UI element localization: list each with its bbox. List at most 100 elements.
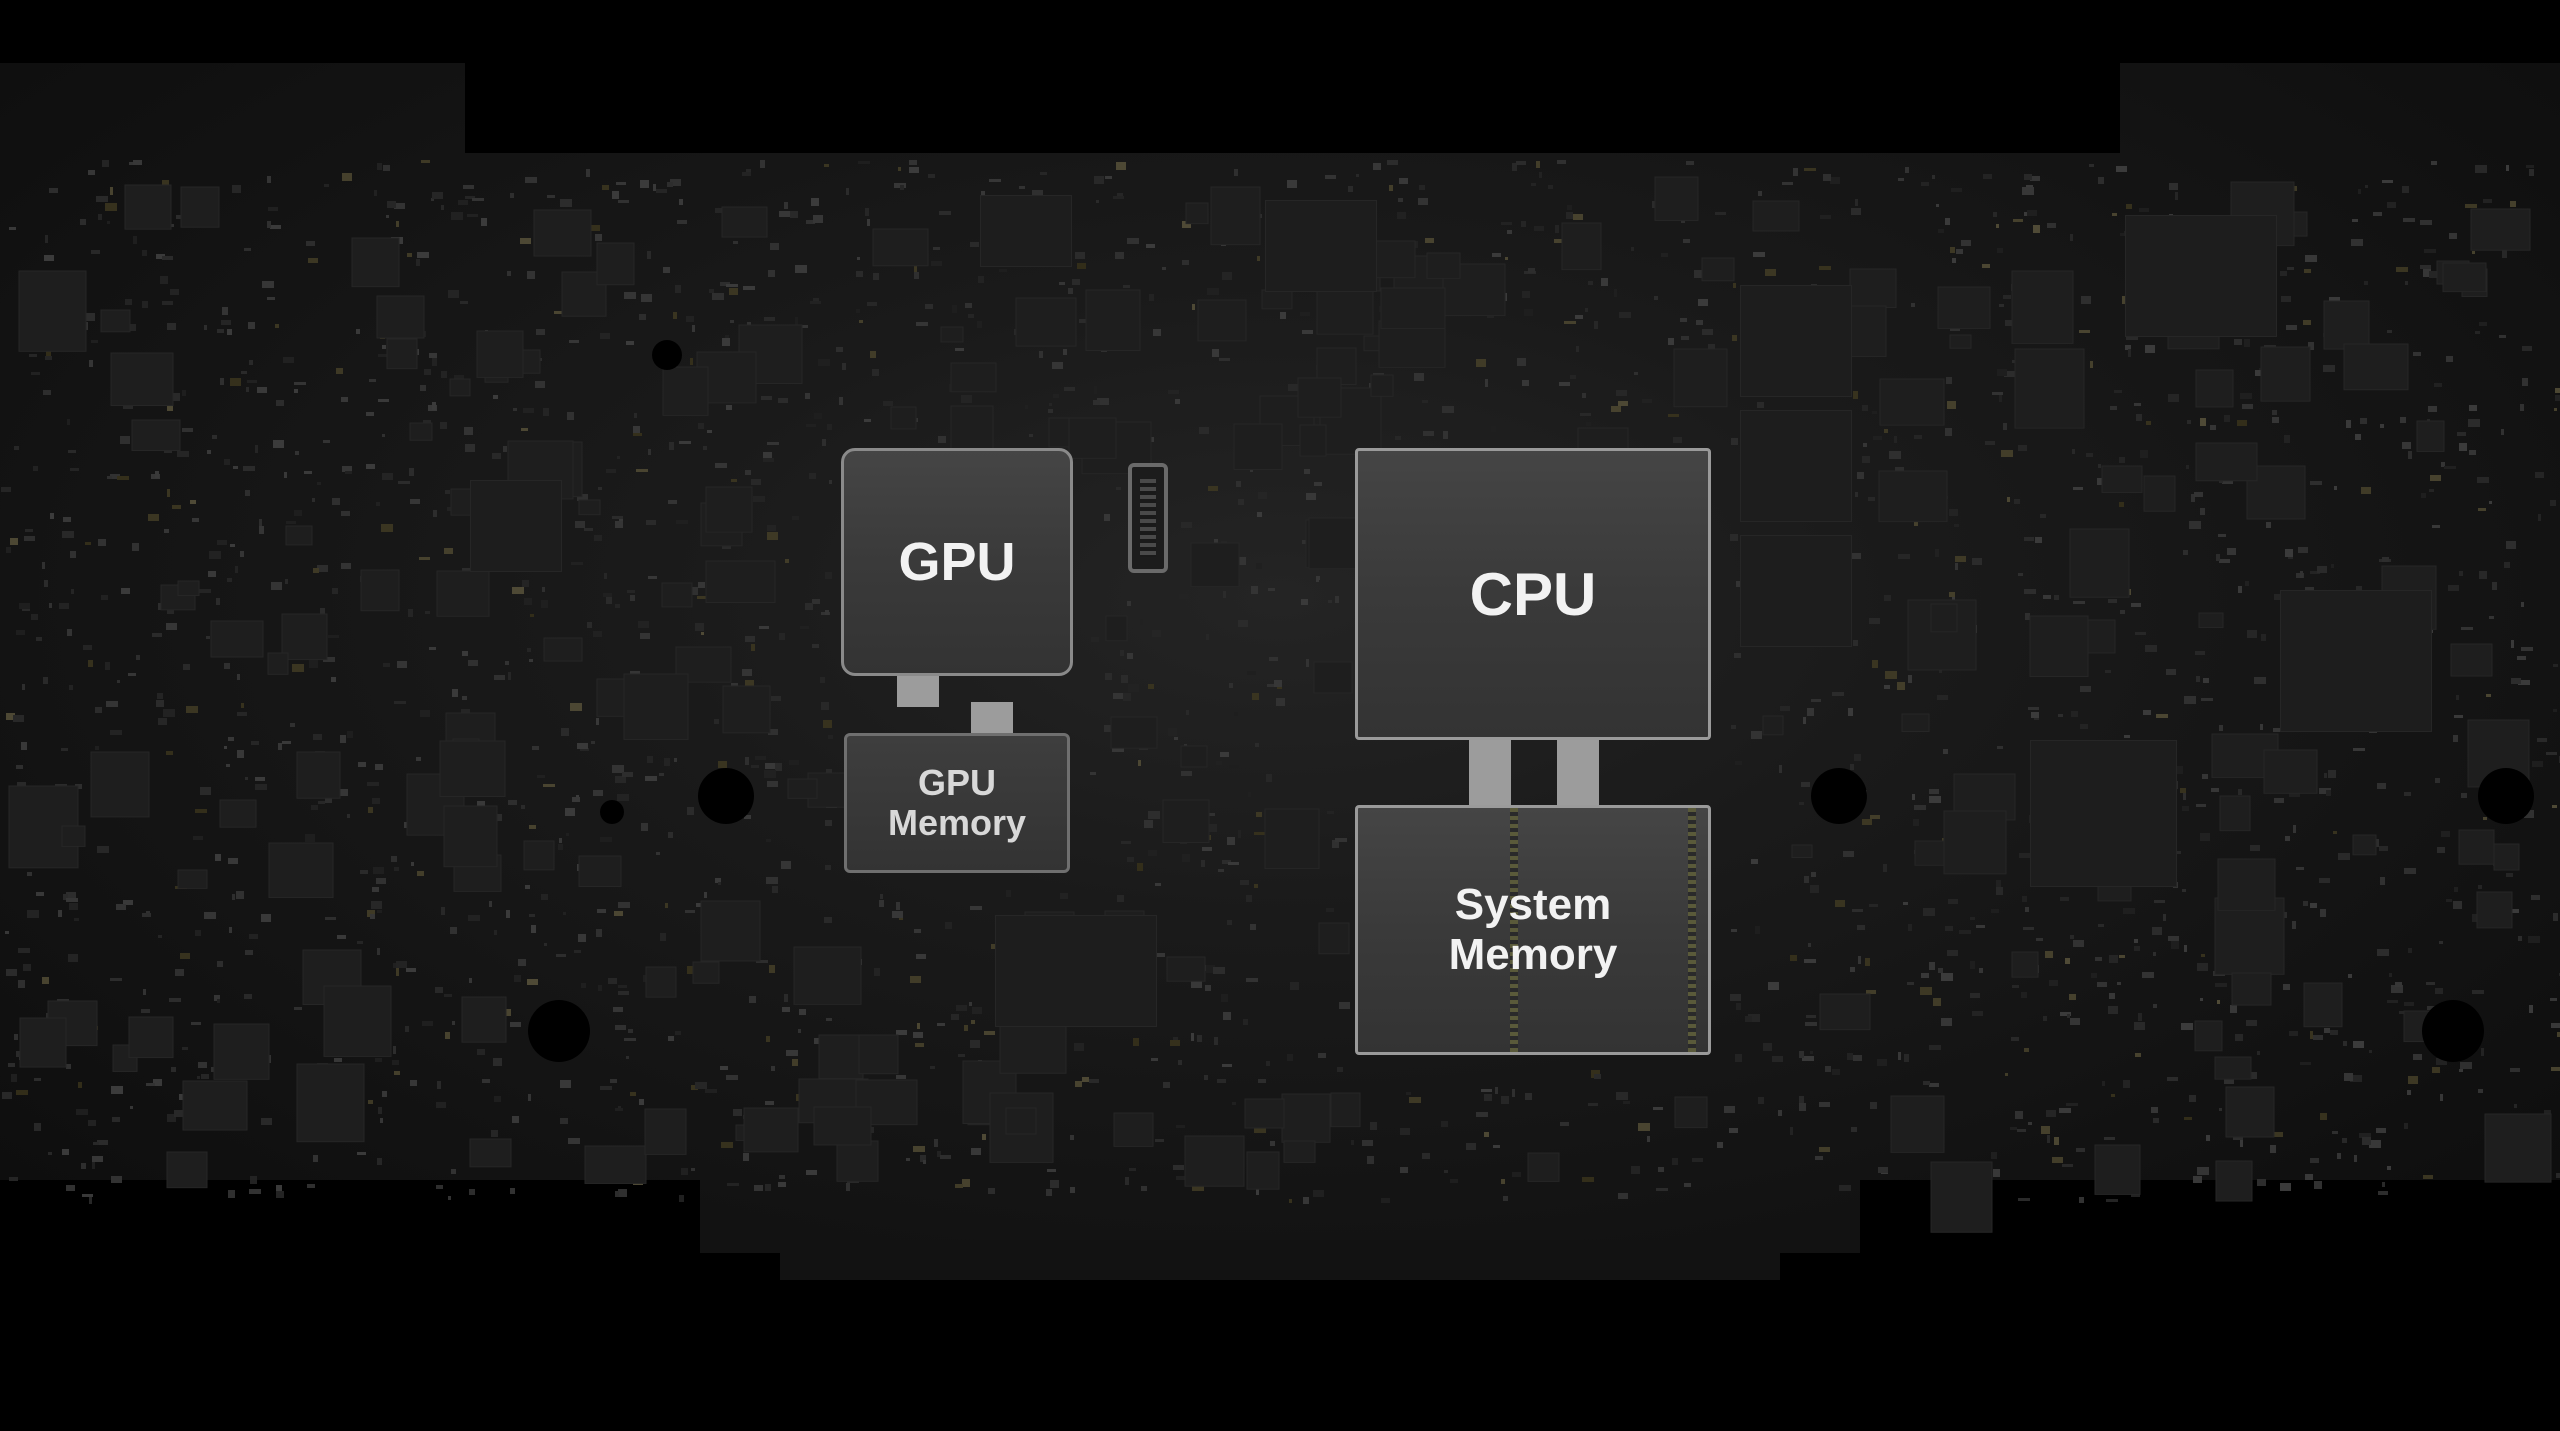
board-smd-part	[580, 748, 589, 751]
board-smd-part	[1929, 796, 1941, 803]
board-smd-part	[1243, 1019, 1248, 1025]
board-smd-part	[806, 220, 815, 224]
board-smd-part	[267, 176, 271, 183]
board-smd-part	[608, 978, 617, 984]
board-smd-part	[198, 1062, 207, 1068]
board-ic	[124, 184, 172, 230]
board-smd-part	[1332, 840, 1339, 848]
board-smd-part	[2272, 417, 2279, 423]
board-ic	[213, 1023, 270, 1080]
board-smd-part	[244, 994, 252, 999]
board-ic	[1105, 615, 1128, 642]
board-smd-part	[2114, 390, 2122, 393]
board-smd-part	[2439, 941, 2443, 944]
board-smd-part	[378, 354, 389, 357]
board-ic	[2094, 1144, 2141, 1195]
board-smd-part	[62, 1149, 69, 1155]
board-smd-part	[1905, 167, 1909, 173]
board-smd-part	[584, 528, 593, 531]
board-smd-part	[1731, 725, 1736, 729]
board-smd-part	[421, 160, 430, 163]
board-smd-part	[14, 446, 19, 450]
board-smd-part	[961, 395, 972, 403]
board-smd-part	[492, 453, 501, 459]
board-smd-part	[2203, 678, 2209, 683]
board-ic	[872, 228, 929, 267]
board-smd-part	[2217, 1000, 2220, 1004]
board-smd-part	[2060, 897, 2069, 901]
board-smd-part	[2553, 709, 2557, 712]
board-smd-part	[789, 760, 799, 765]
board-smd-part	[2156, 714, 2168, 718]
board-smd-part	[1832, 692, 1844, 696]
board-smd-part	[914, 929, 921, 933]
board-smd-part	[360, 870, 368, 874]
board-smd-part	[2395, 982, 2402, 987]
board-smd-part	[1316, 576, 1320, 582]
board-smd-part	[237, 750, 244, 758]
board-smd-part	[1611, 406, 1621, 412]
board-smd-part	[581, 983, 586, 988]
board-ic	[743, 1107, 799, 1153]
board-smd-part	[2353, 1041, 2364, 1048]
board-ic	[813, 1106, 872, 1146]
board-smd-part	[2514, 1104, 2517, 1108]
board-smd-part	[1068, 288, 1073, 294]
board-smd-part	[784, 994, 788, 1002]
board-smd-part	[1079, 319, 1087, 323]
board-smd-part	[826, 769, 832, 774]
board-smd-part	[2376, 1128, 2386, 1133]
board-smd-part	[1869, 904, 1878, 907]
board-smd-part	[1573, 214, 1583, 220]
board-smd-part	[1318, 1053, 1326, 1058]
board-ic	[2198, 612, 2224, 628]
board-smd-part	[2018, 445, 2027, 451]
board-smd-part	[1996, 224, 1999, 228]
board-ic	[1930, 1161, 1993, 1233]
board-smd-part	[2181, 1023, 2193, 1030]
board-smd-part	[2308, 342, 2314, 350]
board-smd-part	[2095, 957, 2102, 961]
board-smd-part	[9, 227, 16, 230]
board-ic	[1190, 542, 1240, 587]
board-smd-part	[571, 562, 583, 565]
board-smd-part	[211, 1067, 215, 1072]
board-smd-part	[295, 451, 299, 455]
board-smd-part	[618, 985, 627, 988]
board-smd-part	[1799, 1096, 1804, 1103]
board-smd-part	[1932, 175, 1935, 179]
board-smd-part	[962, 1179, 970, 1187]
board-smd-part	[508, 800, 517, 805]
mounting-hole	[652, 340, 682, 370]
board-smd-part	[1123, 693, 1131, 701]
board-smd-part	[2163, 914, 2166, 921]
board-smd-part	[460, 301, 468, 304]
board-smd-part	[1996, 880, 2001, 887]
board-smd-part	[1423, 431, 1434, 436]
board-smd-part	[614, 911, 623, 916]
board-smd-part	[317, 482, 321, 485]
board-smd-part	[477, 801, 485, 808]
board-smd-part	[1266, 774, 1272, 782]
board-smd-part	[934, 1139, 938, 1147]
board-smd-part	[920, 1155, 926, 1162]
board-ic	[461, 996, 507, 1043]
board-smd-part	[2552, 805, 2557, 808]
board-smd-part	[1289, 1199, 1292, 1203]
board-smd-part	[394, 867, 399, 871]
board-smd-part	[768, 729, 778, 735]
board-ic	[100, 309, 131, 333]
board-smd-part	[1505, 257, 1508, 260]
board-smd-part	[448, 290, 459, 298]
board-ic	[2101, 465, 2143, 493]
board-smd-part	[1367, 1156, 1374, 1164]
board-smd-part	[356, 329, 360, 334]
board-smd-part	[1804, 959, 1816, 963]
board-smd-part	[679, 441, 691, 444]
board-smd-part	[250, 1176, 257, 1184]
board-smd-part	[613, 1007, 623, 1012]
board-smd-part	[2089, 164, 2094, 167]
board-smd-part	[2153, 952, 2156, 956]
board-smd-part	[2004, 371, 2016, 377]
board-smd-part	[596, 929, 602, 937]
